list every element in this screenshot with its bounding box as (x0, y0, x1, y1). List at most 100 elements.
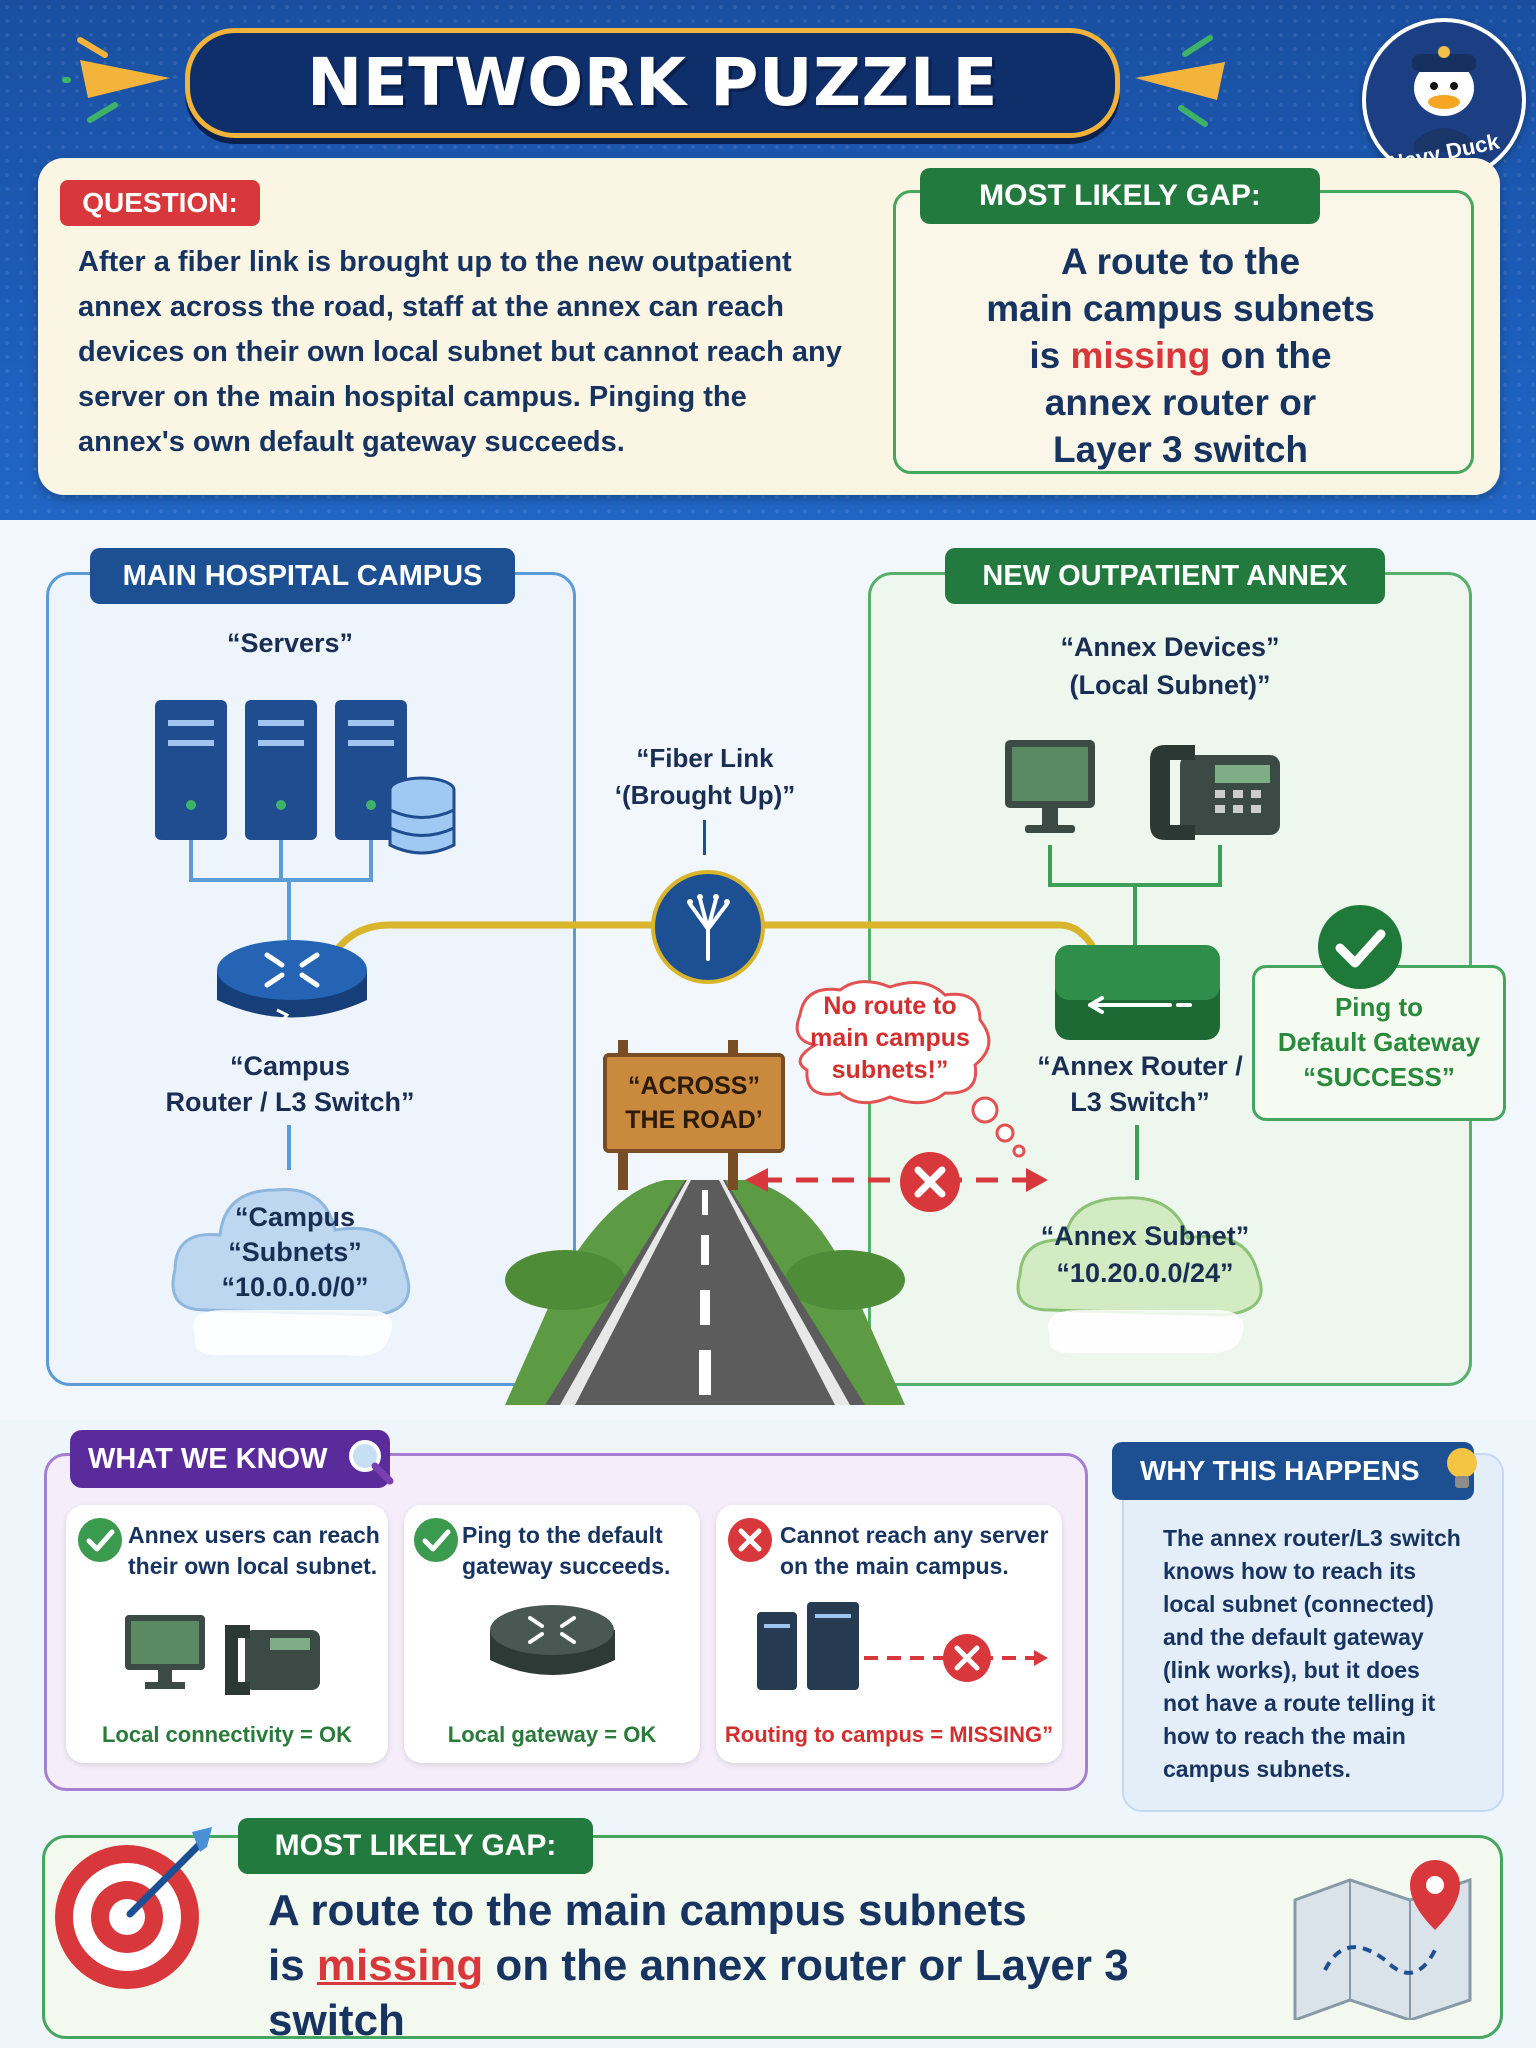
right-burst-decoration (1135, 35, 1225, 127)
why-line-7: how to reach the main (1163, 1723, 1406, 1749)
annex-header: NEW OUTPATIENT ANNEX (945, 548, 1385, 604)
fiber-label-line-2: ‘(Brought Up)” (614, 780, 796, 810)
why-header: WHY THIS HAPPENS (1112, 1442, 1474, 1500)
road-illustration (505, 1180, 905, 1405)
servers-icon (155, 700, 456, 882)
gap-bottom-line-1: A route to the main campus subnets (268, 1886, 1027, 1935)
gap-top-line-3: is missing on the (893, 332, 1468, 379)
missing-highlight: missing (1070, 335, 1211, 376)
annex-router-label-line-2: L3 Switch” (1070, 1087, 1210, 1117)
annex-cloud-line-2: “10.20.0.0/24” (1056, 1258, 1234, 1288)
know-card-3-footer: Routing to campus = MISSING” (724, 1722, 1054, 1747)
page-title: NETWORK PUZZLE SOLVED! (306, 44, 998, 231)
gap-top-line-3-pre: is (1029, 335, 1071, 376)
know-card-3-line-2: on the main campus. (780, 1553, 1009, 1579)
why-line-3: local subnet (connected) (1163, 1591, 1434, 1617)
gap-top-line-5: Layer 3 switch (1052, 429, 1308, 470)
annex-cloud-line-1: “Annex Subnet” (1040, 1221, 1250, 1251)
check-icon (414, 1518, 458, 1562)
fiber-link-line (326, 921, 1099, 962)
missing-highlight-bottom: missing (316, 1941, 484, 1990)
ping-line-1: Ping to (1334, 992, 1424, 1022)
fiber-strands-glyph (687, 894, 730, 961)
annex-devices-links (1048, 845, 1222, 945)
check-icon (1318, 905, 1402, 989)
why-line-1: The annex router/L3 switch (1163, 1525, 1461, 1551)
gap-text-bottom: A route to the main campus subnets is mi… (268, 1883, 1268, 2048)
campus-cloud-link (287, 1125, 291, 1170)
unreachable-servers-icon (757, 1602, 1048, 1690)
campus-router-label-line-1: “Campus (229, 1051, 351, 1081)
gap-top-line-2: main campus subnets (986, 288, 1375, 329)
road-sign-line-2: THE ROAD’ (625, 1106, 763, 1134)
device-pair-icon (125, 1615, 320, 1695)
why-line-8: campus subnets. (1163, 1756, 1351, 1782)
annex-cloud-label: “Annex Subnet” “10.20.0.0/24” (1010, 1218, 1280, 1292)
annex-devices-line-2: (Local Subnet)” (1069, 670, 1271, 700)
know-card-2-line-1: Ping to the default (462, 1522, 663, 1548)
fiber-link-label: “Fiber Link ‘(Brought Up)” (580, 740, 830, 814)
know-card-3-line-1: Cannot reach any server (780, 1522, 1049, 1548)
gap-text-top: A route to the main campus subnets is mi… (893, 238, 1468, 473)
know-card-2-footer: Local gateway = OK (447, 1722, 657, 1747)
ping-line-3: “SUCCESS” (1303, 1062, 1455, 1092)
annex-cloud-icon (1016, 1196, 1263, 1354)
monitor-icon (1005, 740, 1095, 833)
x-icon (728, 1518, 772, 1562)
annex-cloud-link (1135, 1125, 1139, 1180)
target-icon (55, 1827, 212, 1989)
annex-router-label-line-1: “Annex Router / (1037, 1051, 1243, 1081)
fiber-pointer (703, 820, 706, 855)
blocked-route-arrow (745, 1168, 1048, 1192)
know-card-1-line-2: their own local subnet. (128, 1553, 378, 1579)
mascot-badge: Navy Duck (1362, 18, 1526, 182)
gap-bottom-line-2-post: on the annex router or Layer 3 switch (268, 1941, 1129, 2045)
know-header-text: WHAT WE KNOW (88, 1443, 328, 1475)
ping-success-text: Ping to Default Gateway “SUCCESS” (1252, 990, 1506, 1095)
campus-cloud-line-1: “Campus (234, 1202, 356, 1232)
know-card-1-footer: Local connectivity = OK (101, 1722, 352, 1747)
road-sign-text: “ACROSS” THE ROAD’ (607, 1069, 781, 1137)
gap-top-line-4: annex router or (1044, 382, 1317, 423)
know-card-2-line-2: gateway succeeds. (462, 1553, 671, 1579)
know-card-1-line-1: Annex users can reach (128, 1522, 380, 1548)
fiber-icon (651, 870, 765, 984)
map-pin-icon (1293, 1860, 1472, 2020)
campus-cloud-label: “Campus “Subnets” “10.0.0.0/0” (165, 1200, 425, 1305)
thought-bubble (795, 980, 1026, 1158)
road-sign-line-1: “ACROSS” (628, 1072, 760, 1100)
campus-router-label: “Campus Router / L3 Switch” (140, 1048, 440, 1120)
fiber-label-line-1: “Fiber Link (636, 743, 774, 773)
why-line-5: (link works), but it does (1163, 1657, 1420, 1683)
campus-router-icon (217, 940, 367, 1024)
thought-line-1: No route to (823, 992, 957, 1020)
campus-router-label-line-2: Router / L3 Switch” (165, 1087, 415, 1117)
campus-cloud-line-3: “10.0.0.0/0” (221, 1272, 369, 1302)
why-line-2: knows how to reach its (1163, 1558, 1417, 1584)
why-text: The annex router/L3 switch knows how to … (1163, 1522, 1493, 1786)
know-card-2-text: Ping to the default gateway succeeds. (462, 1520, 697, 1582)
gap-bottom-line-2-pre: is (268, 1941, 317, 1990)
thought-text: No route to main campus subnets!” (795, 990, 985, 1086)
campus-cloud-icon (171, 1188, 411, 1356)
annex-router-label: “Annex Router / L3 Switch” (1010, 1048, 1270, 1120)
thought-line-3: subnets!” (831, 1056, 949, 1084)
title-banner (185, 28, 1120, 138)
road-sign: “ACROSS” THE ROAD’ (603, 1053, 785, 1153)
campus-link-line (287, 880, 291, 940)
why-line-4: and the default gateway (1163, 1624, 1424, 1650)
gap-top-line-3-post: on the (1210, 335, 1332, 376)
question-text: After a fiber link is brought up to the … (78, 246, 842, 458)
know-card-1-text: Annex users can reach their own local su… (128, 1520, 383, 1582)
annex-devices-label: “Annex Devices” (Local Subnet)” (960, 628, 1380, 704)
gap-tag-top: MOST LIKELY GAP: (920, 168, 1320, 224)
check-icon (78, 1518, 122, 1562)
duck-icon (1412, 46, 1476, 152)
campus-cloud-line-2: “Subnets” (228, 1237, 362, 1267)
ping-line-2: Default Gateway (1277, 1027, 1481, 1057)
question-tag: QUESTION: (60, 180, 260, 226)
why-header-text: WHY THIS HAPPENS (1140, 1455, 1420, 1486)
phone-icon (1150, 745, 1280, 840)
know-card-3-text: Cannot reach any server on the main camp… (780, 1520, 1060, 1582)
campus-header: MAIN HOSPITAL CAMPUS (90, 548, 515, 604)
